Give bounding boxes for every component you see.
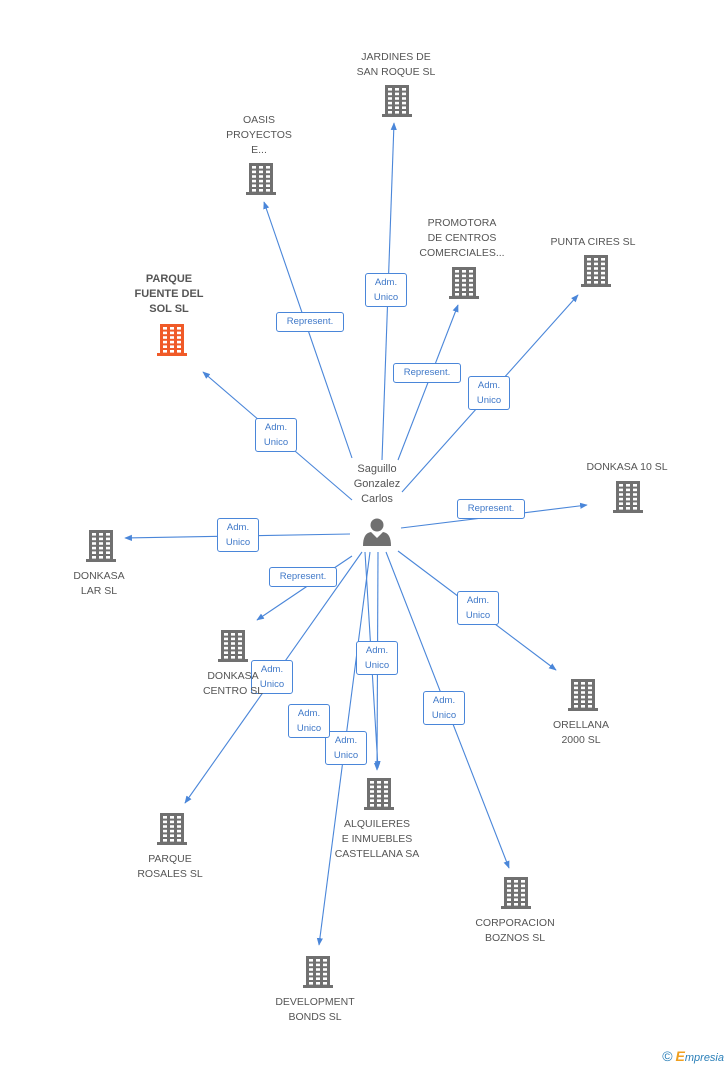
brand-name: mpresia [684,1052,724,1064]
relation-label-oasis[interactable]: Represent. [276,312,344,332]
relation-label-corporacion[interactable]: Adm. Unico [423,691,465,725]
building-icon[interactable] [86,530,116,562]
company-label-punta[interactable]: PUNTA CIRES SL [550,236,636,248]
brand-initial: E [675,1048,685,1064]
relation-label-development[interactable]: Adm. Unico [325,731,367,765]
company-label-alquileres[interactable]: ALQUILERES E INMUEBLES CASTELLANA SA [334,818,420,860]
person-label[interactable]: Saguillo Gonzalez Carlos [353,463,401,505]
building-icon[interactable] [382,85,412,117]
relation-label-donkasa-lar[interactable]: Adm. Unico [217,518,259,552]
building-icon[interactable] [449,267,479,299]
building-icon[interactable] [157,813,187,845]
relation-label-jardines[interactable]: Adm. Unico [365,273,407,307]
company-label-corporacion[interactable]: CORPORACION BOZNOS SL [475,917,555,944]
relation-label-parque-fuente[interactable]: Adm. Unico [255,418,297,452]
building-icon[interactable] [364,778,394,810]
company-label-jardines[interactable]: JARDINES DE SAN ROQUE SL [356,51,436,78]
building-icon[interactable] [218,630,248,662]
building-icon[interactable] [303,956,333,988]
relation-label-promotora[interactable]: Represent. [393,363,461,383]
company-label-oasis[interactable]: OASIS PROYECTOS E... [226,114,292,156]
person-icon[interactable] [363,518,391,547]
company-label-donkasa-centro[interactable]: DONKASA CENTRO SL [202,670,264,697]
relation-label-alquileres[interactable]: Adm. Unico [356,641,398,675]
relation-label-donkasa-centro[interactable]: Represent. [269,567,337,587]
company-label-parque-fuente[interactable]: PARQUE FUENTE DEL SOL SL [134,273,204,315]
building-icon[interactable] [157,324,187,356]
relation-label-alquileres[interactable]: Adm. Unico [288,704,330,738]
company-label-promotora[interactable]: PROMOTORA DE CENTROS COMERCIALES... [419,217,505,259]
relation-label-donkasa10[interactable]: Represent. [457,499,525,519]
company-label-orellana[interactable]: ORELLANA 2000 SL [552,719,610,746]
company-label-parque-rosales[interactable]: PARQUE ROSALES SL [137,853,203,880]
company-label-donkasa10[interactable]: DONKASA 10 SL [586,461,668,473]
footer-brand[interactable]: ©Empresia [662,1048,724,1064]
copyright-icon: © [662,1048,673,1064]
relation-label-punta[interactable]: Adm. Unico [468,376,510,410]
relation-label-parque-rosales[interactable]: Adm. Unico [251,660,293,694]
building-icon[interactable] [581,255,611,287]
building-icon[interactable] [613,481,643,513]
building-icon[interactable] [501,877,531,909]
company-label-development[interactable]: DEVELOPMENT BONDS SL [275,996,355,1023]
relation-label-orellana[interactable]: Adm. Unico [457,591,499,625]
building-icon[interactable] [246,163,276,195]
building-icon[interactable] [568,679,598,711]
relation-edge-donkasa-centro [256,555,353,621]
company-label-donkasa-lar[interactable]: DONKASA LAR SL [73,570,125,597]
